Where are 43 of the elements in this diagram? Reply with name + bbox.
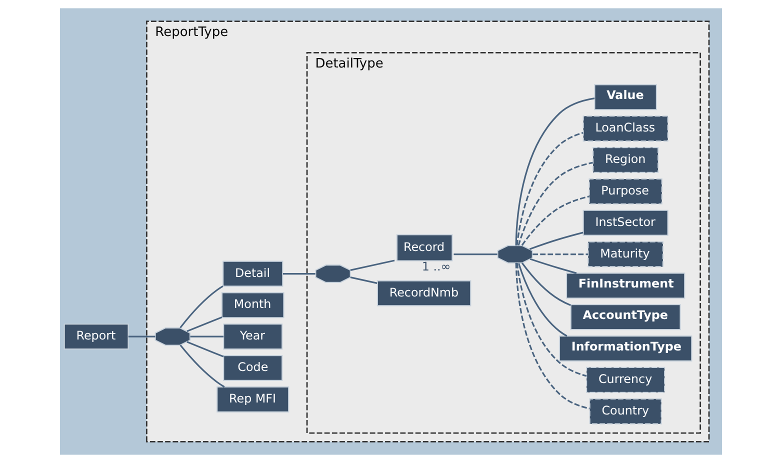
node-box: Year bbox=[223, 324, 283, 350]
connector bbox=[186, 316, 222, 332]
node-box: Value bbox=[594, 84, 657, 110]
node-box: Rep MFI bbox=[216, 386, 290, 412]
node-box: RecordNmb bbox=[376, 280, 472, 306]
node-box: Currency bbox=[586, 366, 666, 393]
connector bbox=[518, 263, 568, 337]
node-label: 1 ..∞ bbox=[422, 259, 451, 274]
node-octagon bbox=[315, 264, 351, 283]
connector bbox=[521, 262, 571, 306]
node-octagon bbox=[497, 245, 533, 264]
connector bbox=[128, 336, 156, 338]
connector bbox=[532, 253, 588, 256]
node-box: Detail bbox=[222, 260, 284, 287]
node-box: Maturity bbox=[588, 241, 664, 268]
connector bbox=[454, 253, 498, 256]
node-box: InstSector bbox=[582, 210, 668, 236]
node-box: LoanClass bbox=[582, 116, 668, 142]
node-box: Code bbox=[223, 355, 283, 382]
connector bbox=[518, 162, 593, 246]
connector bbox=[180, 286, 224, 328]
node-box: Report bbox=[64, 324, 129, 350]
connector bbox=[530, 258, 577, 274]
connector bbox=[350, 260, 395, 271]
connector bbox=[515, 262, 590, 410]
node-box: Country bbox=[589, 398, 662, 424]
connector bbox=[516, 262, 587, 377]
connector bbox=[180, 344, 225, 388]
connector bbox=[350, 276, 378, 284]
connector bbox=[186, 341, 224, 358]
connector bbox=[283, 272, 316, 275]
connector bbox=[529, 232, 584, 250]
node-box: Region bbox=[592, 146, 659, 173]
node-box: AccountType bbox=[570, 304, 681, 330]
node-box: Month bbox=[221, 292, 284, 318]
connector bbox=[521, 196, 590, 246]
node-box: InformationType bbox=[558, 336, 692, 362]
node-octagon bbox=[154, 327, 191, 346]
connector bbox=[190, 336, 224, 338]
node-box: Purpose bbox=[588, 178, 662, 204]
connector bbox=[516, 132, 584, 246]
connector bbox=[515, 98, 595, 246]
node-box: FinInstrument bbox=[566, 272, 686, 299]
